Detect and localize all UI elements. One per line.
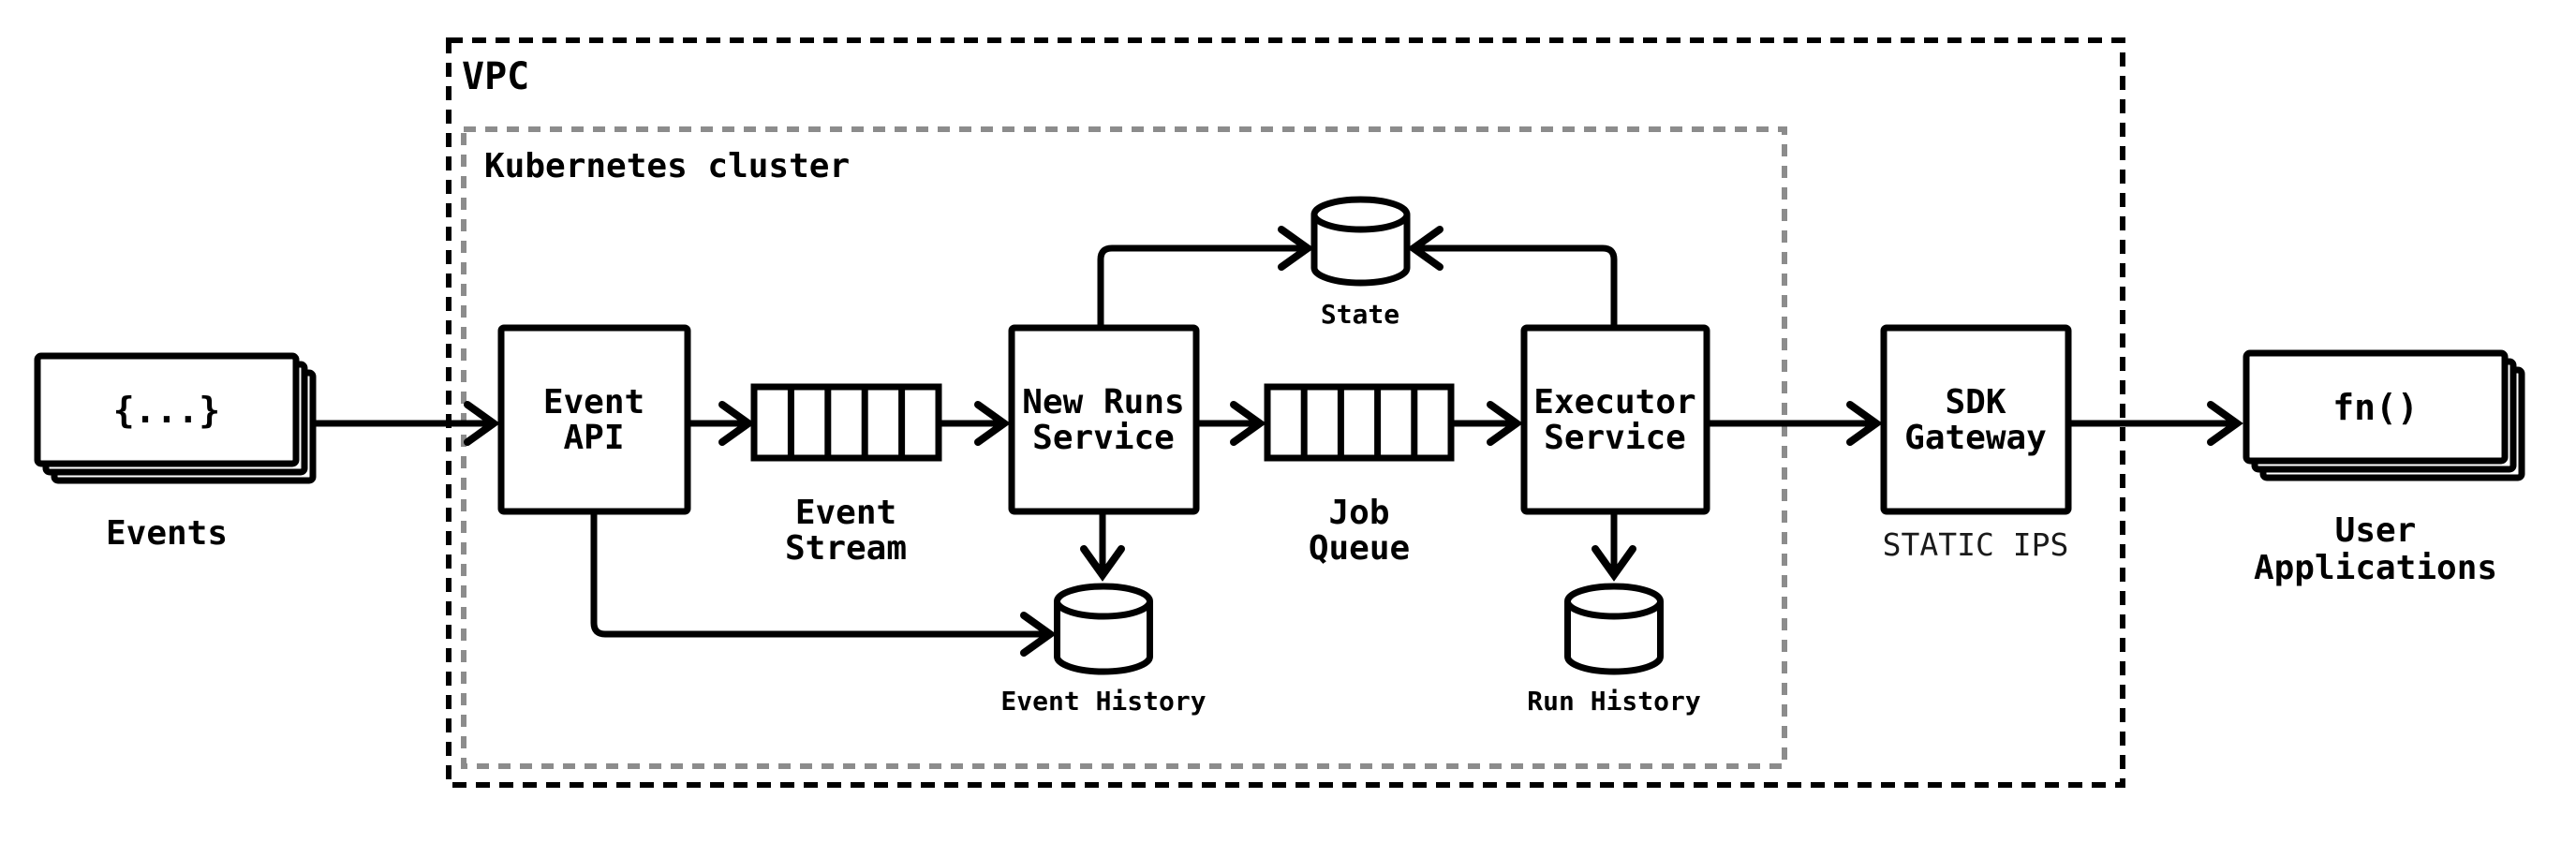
arrow-executor-to-state xyxy=(1407,226,1618,328)
executor-service-node: Executor Service xyxy=(1520,324,1710,515)
event-api-node: Event API xyxy=(497,324,691,515)
user-applications-icon-text: fn() xyxy=(2332,387,2419,428)
run-history-node: Run History xyxy=(1527,583,1701,717)
kubernetes-cluster-label: Kubernetes cluster xyxy=(484,147,850,185)
stacked-cards-icon xyxy=(2243,349,2509,465)
sdk-gateway-caption: STATIC IPS xyxy=(1883,526,2069,563)
database-cylinder-icon xyxy=(1054,583,1153,620)
user-applications-node: fn() User Applications xyxy=(2243,349,2525,587)
new-runs-label-line1: New Runs xyxy=(1022,383,1184,422)
arrow-event-api-to-event-history xyxy=(590,511,1057,657)
job-queue-node: Job Queue xyxy=(1264,383,1455,568)
database-cylinder-icon xyxy=(1310,196,1411,233)
event-history-label: Event History xyxy=(1000,686,1206,717)
event-history-node: Event History xyxy=(1000,583,1207,717)
events-label: Events xyxy=(106,514,228,553)
job-queue-label-line1: Job xyxy=(1328,494,1389,532)
new-runs-label-line2: Service xyxy=(1032,419,1175,457)
event-stream-node: Event Stream xyxy=(750,383,942,568)
sdk-gateway-label-line2: Gateway xyxy=(1904,419,2047,457)
vpc-container-border xyxy=(446,37,2125,788)
job-queue-label-line2: Queue xyxy=(1309,529,1410,568)
queue-icon xyxy=(750,383,942,462)
database-cylinder-icon xyxy=(1564,583,1664,620)
service-box xyxy=(1880,324,2072,515)
event-api-label-line2: API xyxy=(563,419,624,457)
database-cylinder-icon xyxy=(1310,214,1411,287)
sdk-gateway-node: SDK Gateway STATIC IPS xyxy=(1880,324,2072,563)
stacked-cards-icon xyxy=(34,352,300,467)
new-runs-service-node: New Runs Service xyxy=(1008,324,1200,515)
executor-label-line1: Executor xyxy=(1533,383,1695,422)
arrow-new-runs-to-state xyxy=(1097,226,1314,328)
event-stream-label-line1: Event xyxy=(795,494,896,532)
queue-icon xyxy=(1264,383,1455,462)
executor-label-line2: Service xyxy=(1544,419,1686,457)
user-applications-label-line2: Applications xyxy=(2254,549,2497,587)
state-node: State xyxy=(1310,196,1411,330)
events-icon-text: {...} xyxy=(113,390,220,431)
events-node: {...} Events xyxy=(34,352,317,553)
event-stream-label-line2: Stream xyxy=(785,529,907,568)
sdk-gateway-label-line1: SDK xyxy=(1945,383,2006,422)
database-cylinder-icon xyxy=(1564,601,1664,675)
user-applications-label-line1: User xyxy=(2335,511,2417,550)
event-api-label-line1: Event xyxy=(543,383,644,422)
run-history-label: Run History xyxy=(1527,686,1701,717)
state-label: State xyxy=(1321,299,1399,330)
database-cylinder-icon xyxy=(1054,601,1153,675)
kubernetes-cluster-border xyxy=(461,126,1787,769)
vpc-label: VPC xyxy=(462,55,529,98)
